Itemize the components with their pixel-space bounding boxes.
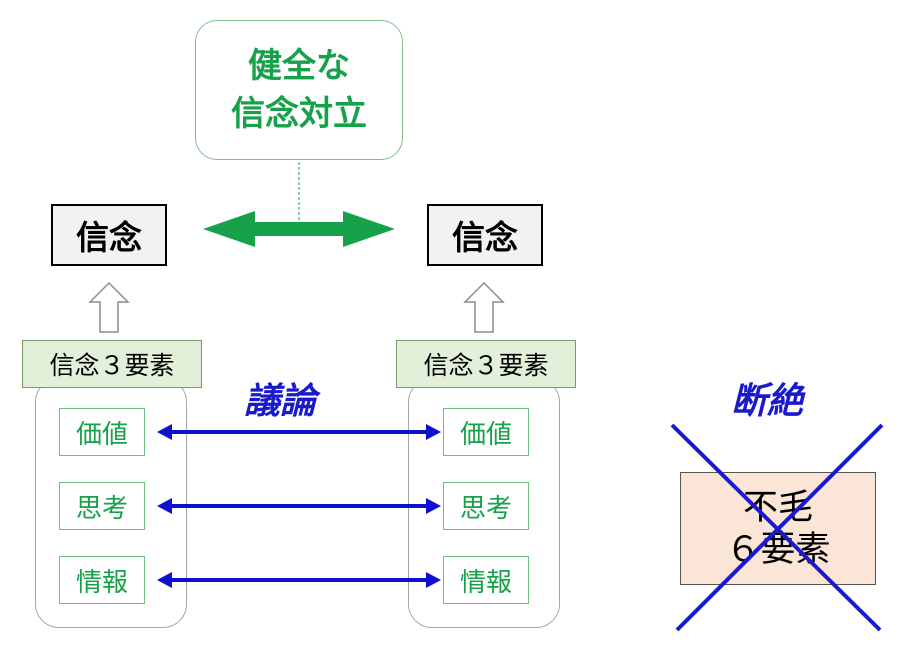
right-item-thinking: 思考 [443,482,529,530]
callout-line-1: 健全な [248,46,350,86]
left-item-thinking: 思考 [59,482,145,530]
cross-line-1 [670,423,882,632]
discussion-arrow-value [157,424,441,440]
right-item-value: 価値 [443,408,529,456]
right-up-arrow-icon [463,281,505,333]
discussion-arrow-thinking [157,498,441,514]
left-elements-header: 信念３要素 [22,340,202,388]
left-item-information: 情報 [59,556,145,604]
discussion-label: 議論 [244,381,317,422]
discussion-arrow-information [157,572,441,588]
healthy-belief-conflict-callout: 健全な 信念対立 [195,20,403,160]
belief-conflict-double-arrow-icon [203,211,395,247]
right-elements-header: 信念３要素 [396,340,576,388]
cross-line-2 [675,423,884,632]
left-up-arrow-icon [88,281,130,333]
left-item-value: 価値 [59,408,145,456]
right-item-information: 情報 [443,556,529,604]
left-belief-box: 信念 [51,204,167,266]
disconnect-label: 断絶 [731,381,804,422]
right-belief-box: 信念 [427,204,543,266]
callout-line-2: 信念対立 [231,94,367,134]
